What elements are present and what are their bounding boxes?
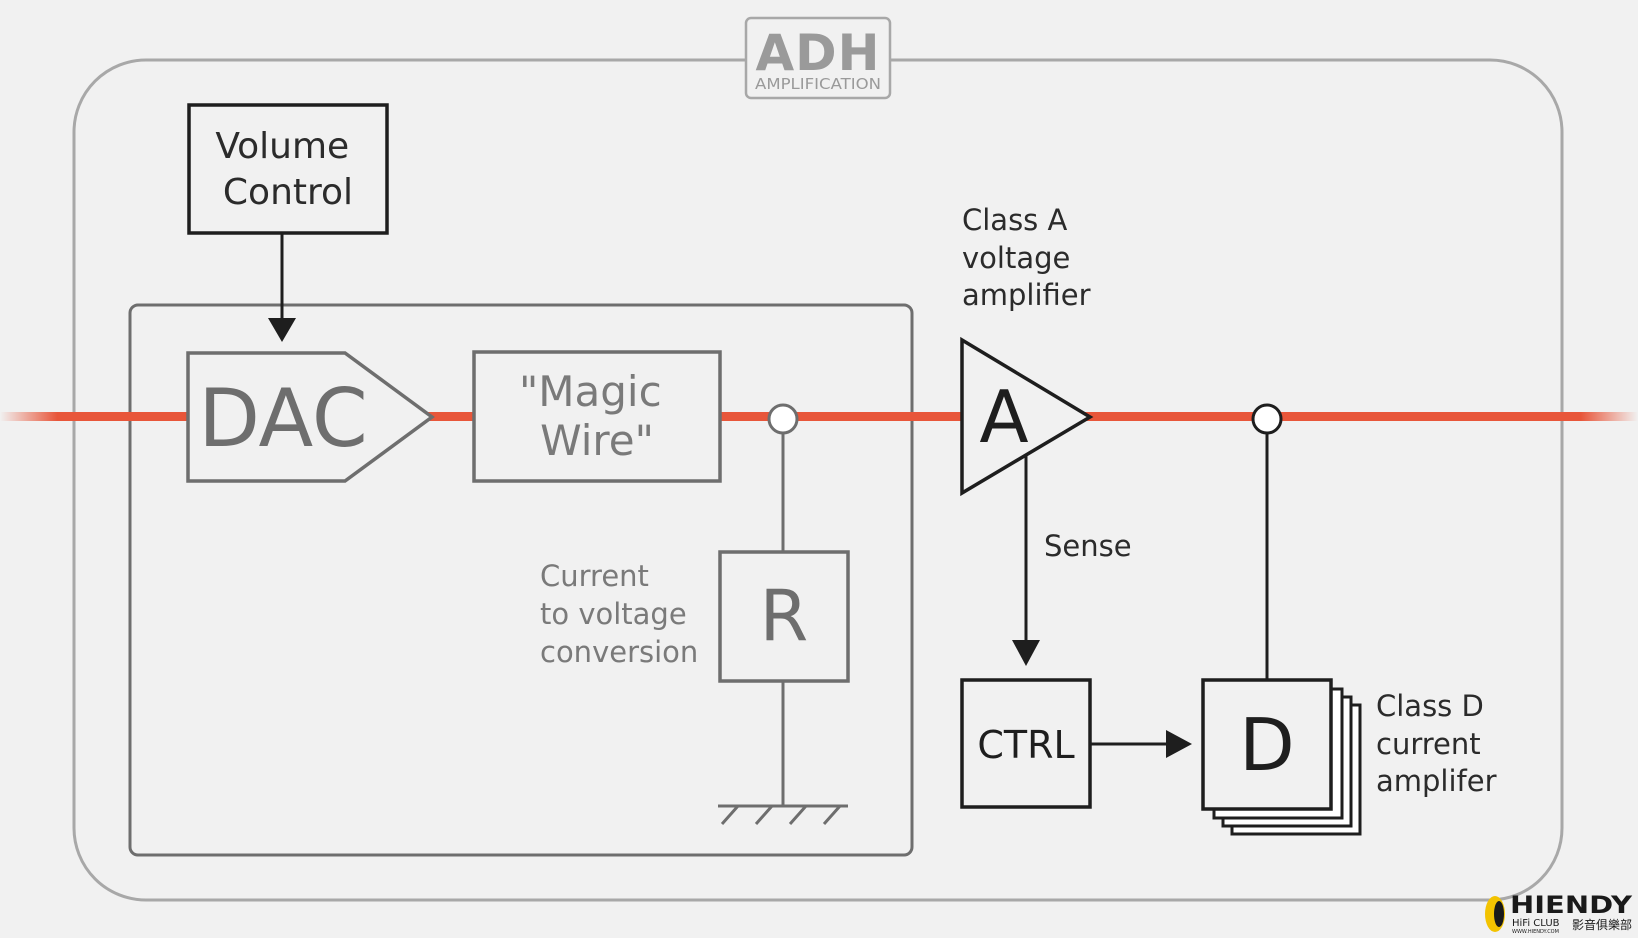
- ctrl-to-class-d-arrow: [1090, 730, 1192, 758]
- magic-wire-box: [472, 350, 722, 483]
- watermark-url: WWW.HIENDY.COM: [1512, 929, 1559, 935]
- class-a-label: A: [979, 375, 1028, 459]
- resistor-box: [718, 550, 850, 683]
- volume-control-label: Volume Control: [215, 126, 360, 213]
- ctrl-label: CTRL: [977, 723, 1074, 767]
- volume-to-dac-arrow: [268, 233, 296, 342]
- watermark-cjk: 影音俱樂部: [1572, 917, 1632, 932]
- class-a-voltage-amplifier-label: Class A voltage amplifier: [962, 203, 1091, 312]
- class-d-label: D: [1239, 703, 1294, 787]
- logo-box: [744, 16, 892, 100]
- dac-shape: [186, 351, 435, 483]
- volume-control-block: Volume Control: [187, 103, 389, 235]
- class-a-amplifier-block: A: [960, 336, 1094, 497]
- ground-symbol: [718, 804, 848, 825]
- dac-label: DAC: [198, 372, 367, 465]
- class-d-current-amplifier-label: Class D current amplifer: [1376, 689, 1497, 798]
- hiendy-watermark: HIENDY HiFi CLUB WWW.HIENDY.COM 影音俱樂部: [1485, 891, 1633, 935]
- sense-label: Sense: [1044, 529, 1132, 563]
- magic-wire-block: "Magic Wire": [472, 350, 722, 483]
- watermark-brand: HIENDY: [1510, 891, 1633, 919]
- class-d-box: [1201, 678, 1333, 811]
- sense-arrow: [1012, 450, 1040, 666]
- logo-main: ADH: [755, 24, 880, 82]
- ctrl-box: [960, 678, 1092, 809]
- dac-block: DAC: [186, 351, 435, 483]
- class-a-triangle: [960, 336, 1094, 497]
- watermark-sub: HiFi CLUB: [1512, 918, 1560, 929]
- current-to-voltage-conversion-label: Current to voltage conversion: [540, 559, 698, 669]
- ctrl-block: CTRL: [960, 678, 1092, 809]
- magic-wire-label: "Magic Wire": [519, 367, 675, 465]
- output-node: [1251, 403, 1283, 435]
- logo-sub: AMPLIFICATION: [755, 75, 881, 93]
- volume-control-box: [187, 103, 389, 235]
- dac-output-node: [767, 403, 799, 435]
- dac-enclosure-box: [128, 303, 914, 857]
- class-d-amplifier-block: D: [1201, 678, 1362, 836]
- signal-line: [0, 412, 1638, 421]
- resistor-label: R: [760, 575, 809, 657]
- adh-logo: ADH AMPLIFICATION: [744, 16, 892, 100]
- resistor-block: R: [718, 550, 850, 683]
